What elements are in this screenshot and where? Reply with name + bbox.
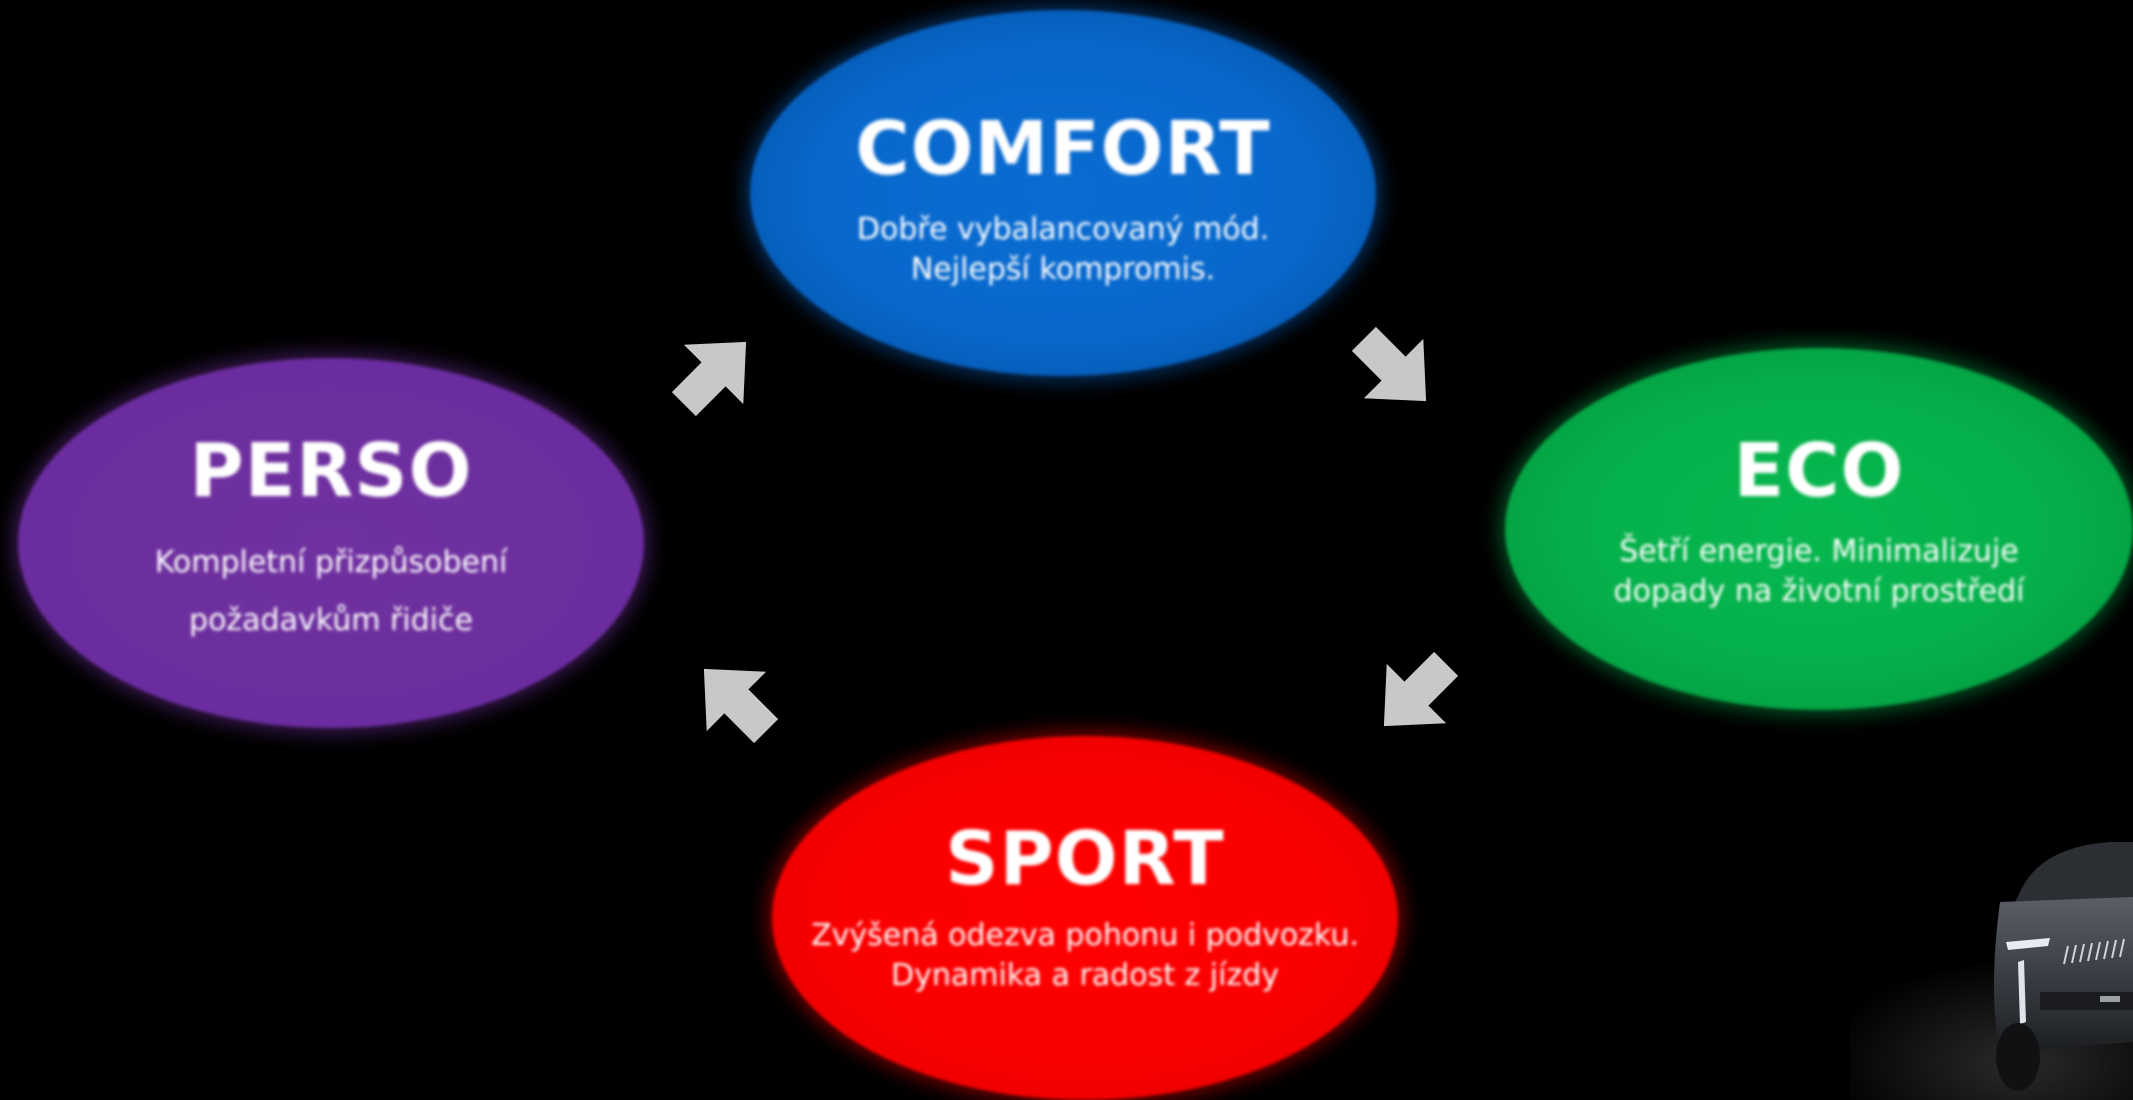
sport-mode-desc-line1: Zvýšená odezva pohonu i podvozku. [811, 918, 1359, 953]
eco-mode-desc-line1: Šetří energie. Minimalizuje [1619, 534, 2019, 569]
perso-mode-title: PERSO [189, 428, 473, 514]
eco-mode-desc-line2: dopady na životní prostředí [1613, 574, 2025, 609]
perso-mode-desc-line2: požadavkům řidiče [189, 603, 473, 638]
comfort-mode-desc-line2: Nejlepší kompromis. [910, 252, 1216, 287]
comfort-mode-ellipse: COMFORT Dobře vybalancovaný mód. Nejlepš… [750, 10, 1376, 376]
comfort-mode-desc-line1: Dobře vybalancovaný mód. [856, 212, 1270, 247]
perso-mode-desc-line1: Kompletní přizpůsobení [154, 545, 508, 580]
arrow-down-right-icon [1340, 315, 1450, 425]
arrow-down-left-icon [1360, 640, 1470, 750]
perso-mode-ellipse: PERSO Kompletní přizpůsobení požadavkům … [18, 358, 644, 728]
sport-mode-content: SPORT Zvýšená odezva pohonu i podvozku. … [811, 822, 1359, 996]
arrow-up-right-icon [660, 318, 770, 428]
comfort-mode-content: COMFORT Dobře vybalancovaný mód. Nejlepš… [855, 112, 1270, 290]
sport-mode-ellipse: SPORT Zvýšená odezva pohonu i podvozku. … [772, 736, 1398, 1100]
arrow-up-left-icon [680, 645, 790, 755]
sport-mode-title: SPORT [945, 816, 1225, 902]
sport-mode-desc-line2: Dynamika a radost z jízdy [890, 958, 1280, 993]
eco-mode-title: ECO [1733, 428, 1905, 514]
eco-mode-content: ECO Šetří energie. Minimalizuje dopady n… [1614, 434, 2025, 612]
perso-mode-content: PERSO Kompletní přizpůsobení požadavkům … [155, 434, 508, 650]
car-image [1850, 842, 2133, 1100]
eco-mode-ellipse: ECO Šetří energie. Minimalizuje dopady n… [1505, 348, 2133, 710]
comfort-mode-title: COMFORT [855, 106, 1271, 192]
